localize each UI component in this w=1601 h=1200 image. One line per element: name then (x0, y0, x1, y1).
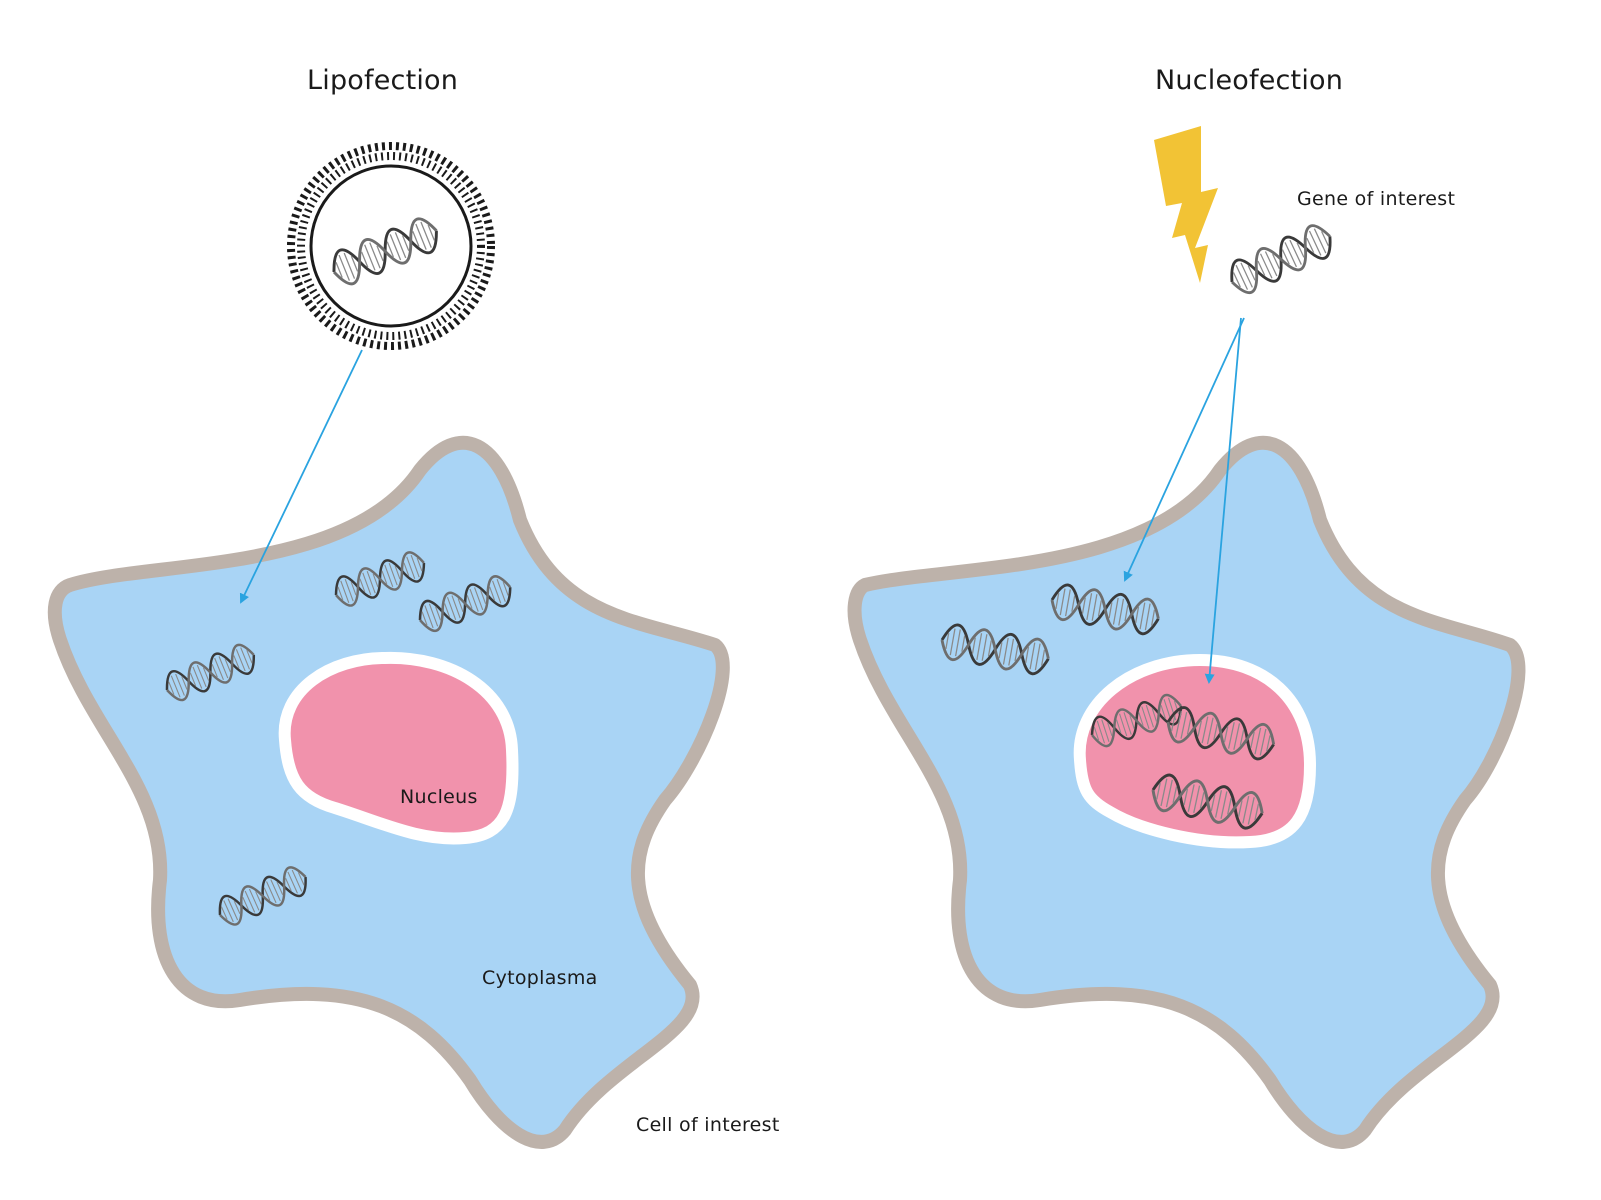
gene-of-interest-label: Gene of interest (1297, 188, 1456, 210)
right-panel-title: Nucleofection (1155, 65, 1344, 96)
dna-icon (1223, 219, 1339, 300)
lightning-icon (1154, 126, 1218, 283)
right-cell (847, 435, 1526, 1149)
left-arrow (239, 349, 363, 604)
right-nucleus (1073, 653, 1317, 849)
cytoplasm-label: Cytoplasma (482, 967, 598, 989)
left-nucleus (278, 651, 519, 845)
left-panel-title: Lipofection (307, 65, 459, 96)
cell-of-interest-label: Cell of interest (636, 1114, 780, 1136)
liposome (287, 142, 495, 350)
right-arrow-cytoplasm (1123, 317, 1245, 582)
right-arrow-nucleus (1204, 317, 1242, 684)
nucleus-label: Nucleus (400, 786, 478, 808)
left-cell (47, 435, 730, 1149)
